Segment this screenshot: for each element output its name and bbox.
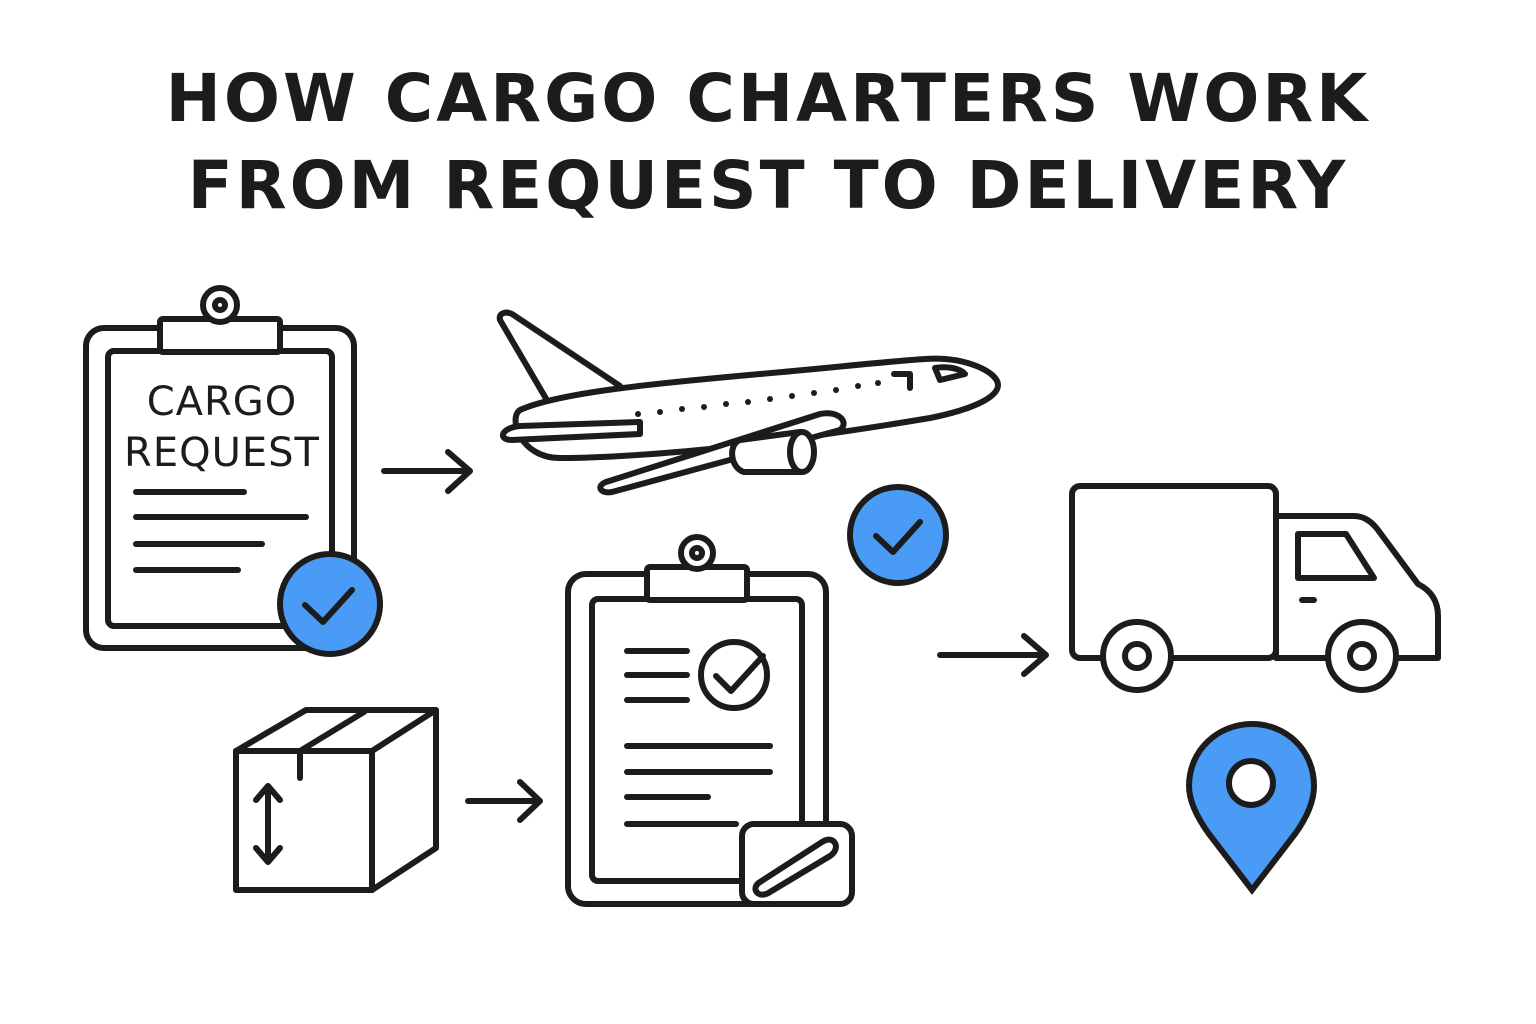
title-line-1: HOW CARGO CHARTERS WORK xyxy=(165,60,1371,137)
airplane-icon xyxy=(496,309,1001,496)
title-line-2: FROM REQUEST TO DELIVERY xyxy=(187,147,1349,224)
delivery-truck-icon xyxy=(1069,483,1441,693)
request-label-line-2: REQUEST xyxy=(124,430,320,476)
check-badge-icon xyxy=(847,484,949,586)
arrow-right-icon xyxy=(937,633,1049,677)
arrow-right-icon xyxy=(381,449,473,494)
arrow-right-icon xyxy=(465,779,543,823)
check-badge-icon xyxy=(277,551,383,657)
clipboard-approved-icon xyxy=(565,534,855,907)
request-label-line-1: CARGO xyxy=(147,379,298,425)
clipboard-request-icon: CARGO REQUEST xyxy=(83,285,357,651)
package-box-icon xyxy=(233,707,439,893)
location-pin-icon xyxy=(1185,720,1318,895)
